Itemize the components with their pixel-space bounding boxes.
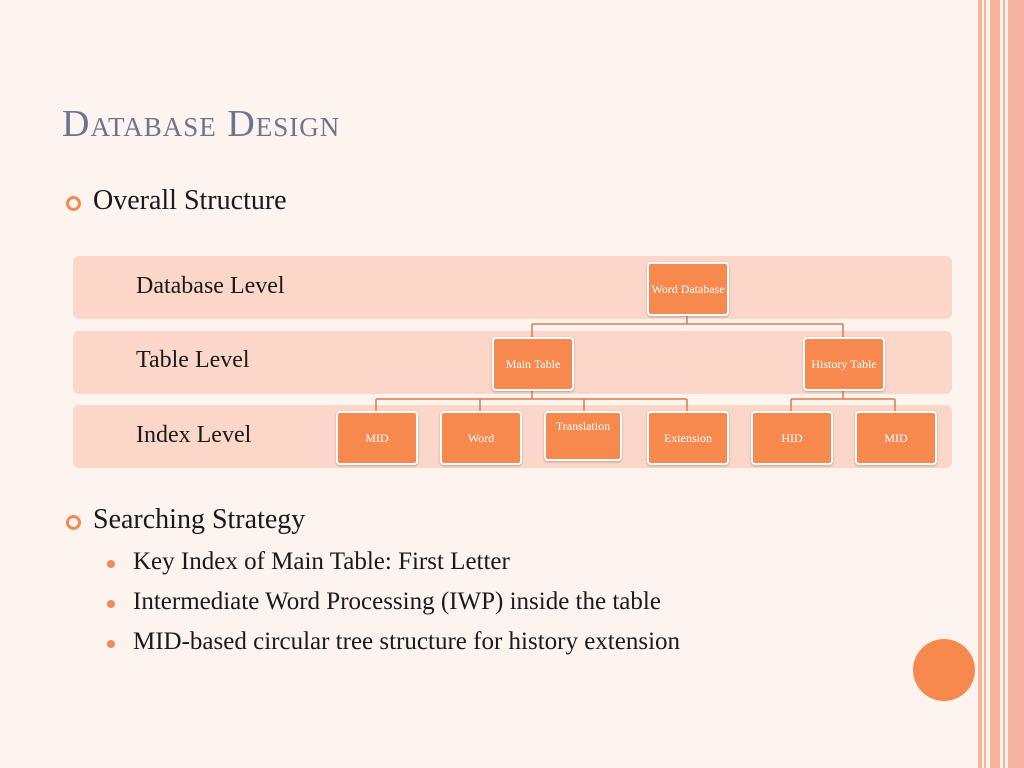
sub-bullet: Intermediate Word Processing (IWP) insid… xyxy=(133,588,661,615)
node-history-table: History Table xyxy=(803,337,885,391)
node-main-table: Main Table xyxy=(492,337,574,391)
ring-bullet-icon xyxy=(66,196,81,211)
decor-stripe xyxy=(978,0,982,768)
node-history-hid: HID xyxy=(751,411,833,465)
sub-bullet: Key Index of Main Table: First Letter xyxy=(133,548,510,575)
sub-bullet: MID-based circular tree structure for hi… xyxy=(133,628,681,655)
level-label-index: Index Level xyxy=(136,422,252,448)
level-label-table: Table Level xyxy=(136,347,250,373)
bullet-overall-structure: Overall Structure xyxy=(93,185,287,216)
dot-bullet-icon xyxy=(107,560,115,568)
node-history-mid: MID xyxy=(855,411,937,465)
node-main-mid: MID xyxy=(336,411,418,465)
dot-bullet-icon xyxy=(107,600,115,608)
decor-stripe xyxy=(1008,0,1024,768)
decor-circle xyxy=(913,639,975,701)
slide-title: Database Design xyxy=(62,103,341,145)
decor-stripe xyxy=(990,0,1000,768)
decor-stripe xyxy=(984,0,986,768)
bullet-searching-strategy: Searching Strategy xyxy=(93,504,306,535)
ring-bullet-icon xyxy=(66,515,81,530)
band-database-level xyxy=(73,256,952,319)
node-main-extension: Extension xyxy=(647,411,729,465)
level-label-database: Database Level xyxy=(136,273,285,299)
node-main-word: Word xyxy=(440,411,522,465)
dot-bullet-icon xyxy=(107,640,115,648)
node-word-database: Word Database xyxy=(647,262,729,316)
decor-stripe xyxy=(1003,0,1005,768)
node-main-translation: Translation xyxy=(544,411,622,461)
